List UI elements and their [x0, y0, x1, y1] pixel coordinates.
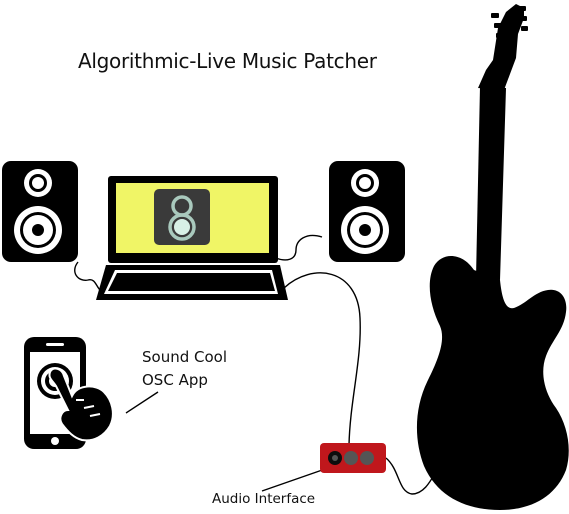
- cable-left-speaker: [74, 261, 101, 291]
- pointer-line-audio: [261, 467, 329, 492]
- audio-interface-icon: [320, 443, 386, 473]
- left-speaker: [2, 161, 78, 262]
- app-label-line1: Sound Cool: [142, 348, 227, 366]
- guitar-neck: [476, 86, 506, 280]
- app-label-line2: OSC App: [142, 371, 208, 389]
- guitar-body: [416, 255, 569, 510]
- pointer-line-app: [125, 391, 159, 414]
- app-logo-icon: [154, 189, 210, 245]
- guitar-icon: [416, 4, 569, 510]
- right-speaker: [329, 161, 405, 262]
- page-title: Algorithmic-Live Music Patcher: [78, 49, 377, 73]
- cable-right-speaker: [275, 234, 323, 261]
- hand-icon: [48, 367, 114, 442]
- audio-interface-label: Audio Interface: [212, 491, 316, 507]
- cable-laptop-interface: [283, 272, 361, 446]
